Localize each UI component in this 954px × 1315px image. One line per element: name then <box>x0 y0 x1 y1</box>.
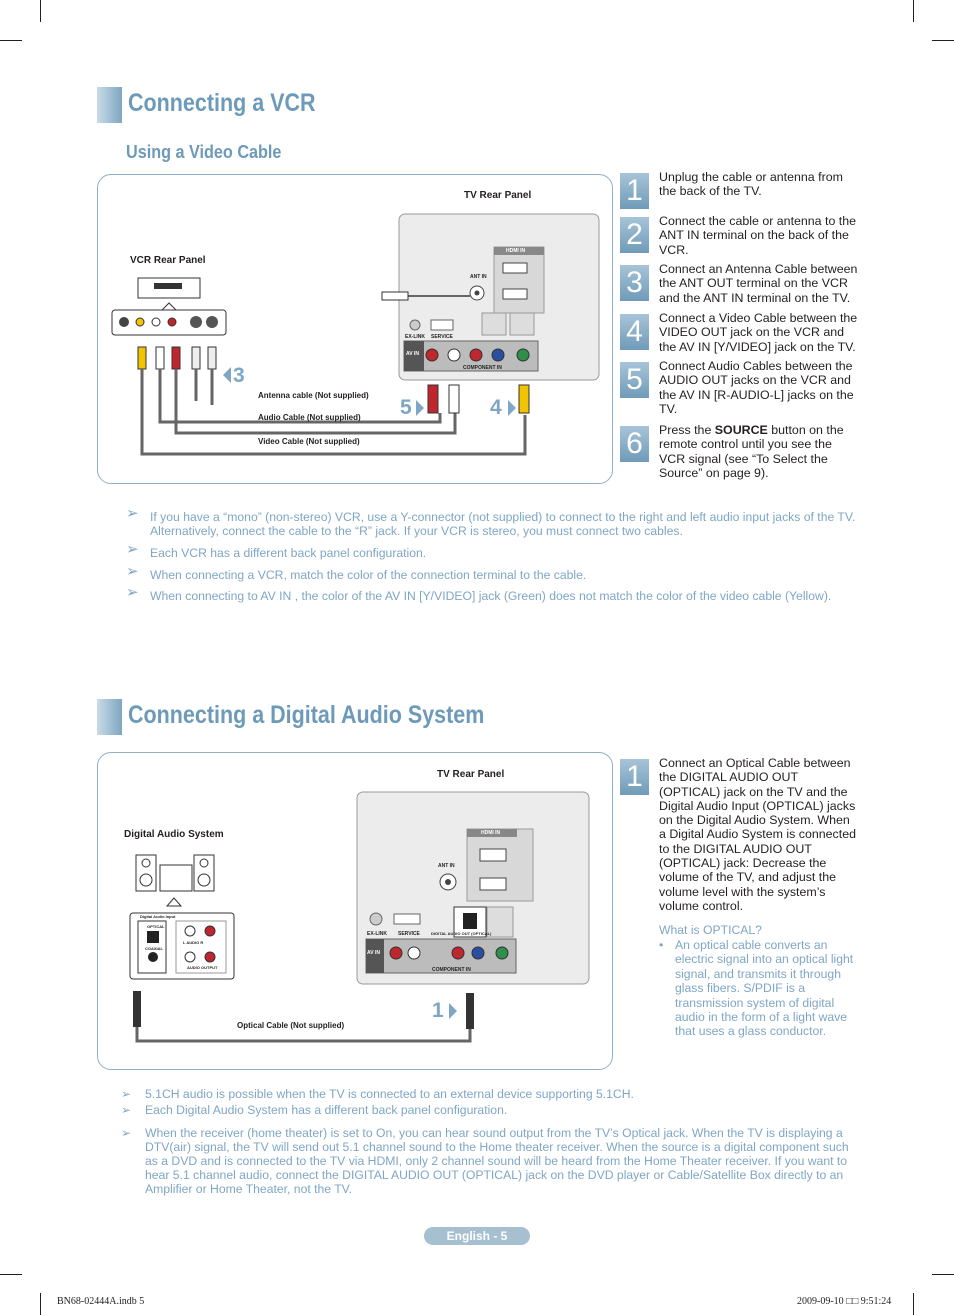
crop-mark <box>40 1293 41 1315</box>
av-in-label: AV IN <box>367 950 380 956</box>
note-item: ➢ 5.1CH audio is possible when the TV is … <box>121 1087 856 1101</box>
digital-audio-out-label: DIGITAL AUDIO OUT (OPTICAL) <box>431 931 492 936</box>
tv-rear-panel-label: TV Rear Panel <box>464 190 532 201</box>
step-text: Press the SOURCE button on the remote co… <box>659 423 859 480</box>
section-title-bar <box>97 699 122 735</box>
av-in-label: AV IN <box>406 351 419 357</box>
note-arrow-icon: ➢ <box>121 1087 132 1101</box>
bullet-icon: • <box>659 938 664 952</box>
note-arrow-icon: ➢ <box>121 1103 132 1117</box>
digital-audio-input-label: Digital Audio Input <box>140 914 176 919</box>
step-text: Connect a Video Cable between the VIDEO … <box>659 311 858 354</box>
step-number: 6 <box>620 426 649 462</box>
ant-in-label: ANT IN <box>470 274 487 280</box>
step-number: 1 <box>620 759 649 795</box>
section-subtitle: Using a Video Cable <box>126 142 282 162</box>
slug-right: 2009-09-10 □□ 9:51:24 <box>797 1296 892 1307</box>
service-label: SERVICE <box>398 931 420 937</box>
coaxial-label: COAXIAL <box>145 946 163 951</box>
vcr-diagram-illustration <box>111 213 600 456</box>
antenna-cable-caption: Antenna cable (Not supplied) <box>258 391 369 400</box>
crop-mark <box>932 1274 954 1275</box>
step-number: 1 <box>620 173 649 209</box>
optical-heading: What is OPTICAL? <box>659 923 762 937</box>
crop-mark <box>0 1274 22 1275</box>
optical-label: OPTICAL <box>147 924 165 929</box>
step-text: Connect an Optical Cable between the DIG… <box>659 756 856 913</box>
section-title: Connecting a VCR <box>128 89 316 117</box>
page-number-badge: English - 5 <box>424 1227 530 1245</box>
step-number: 2 <box>620 217 649 253</box>
note-item: ➢ When the receiver (home theater) is set… <box>121 1126 856 1196</box>
vcr-connection-diagram: TV Rear Panel VCR Rear Panel ANT IN HDMI… <box>97 174 613 484</box>
crop-mark <box>913 0 914 22</box>
note-item: ➢ If you have a “mono” (non-stereo) VCR, … <box>126 505 856 538</box>
note-arrow-icon: ➢ <box>126 563 139 580</box>
source-button-name: SOURCE <box>714 423 768 437</box>
step-text-post: button on the remote control until you s… <box>659 423 844 480</box>
digital-audio-illustration <box>129 791 590 1043</box>
note-item: ➢ When connecting a VCR, match the color … <box>126 563 856 582</box>
crop-mark <box>932 40 954 41</box>
step-text: Connect the cable or antenna to the ANT … <box>659 214 857 257</box>
note-item: ➢ Each Digital Audio System has a differe… <box>121 1103 856 1117</box>
slug-left: BN68-02444A.indb 5 <box>57 1296 145 1307</box>
step-text: Unplug the cable or antenna from the bac… <box>659 170 843 199</box>
note-text: Each Digital Audio System has a differen… <box>145 1103 508 1117</box>
step-text-pre: Press the <box>659 423 715 437</box>
callout-4: 4 <box>490 396 502 419</box>
crop-mark <box>0 40 22 41</box>
tv-rear-panel-label: TV Rear Panel <box>437 769 505 780</box>
step-text: Connect an Antenna Cable between the ANT… <box>659 262 858 305</box>
step-number: 5 <box>620 362 649 398</box>
note-text: Each VCR has a different back panel conf… <box>150 546 427 560</box>
note-text: When the receiver (home theater) is set … <box>145 1126 849 1196</box>
vcr-rear-panel-label: VCR Rear Panel <box>130 255 206 266</box>
section-title: Connecting a Digital Audio System <box>128 701 485 729</box>
note-item: ➢ Each VCR has a different back panel con… <box>126 541 856 560</box>
digital-audio-system-label: Digital Audio System <box>124 829 224 840</box>
note-text: When connecting a VCR, match the color o… <box>150 568 587 582</box>
component-label: COMPONENT IN <box>432 967 471 973</box>
note-arrow-icon: ➢ <box>126 584 139 601</box>
hdmi-in-label: HDMI IN <box>506 248 526 254</box>
callout-5: 5 <box>400 396 412 419</box>
note-item: ➢ When connecting to AV IN , the color of… <box>126 584 856 603</box>
optical-cable-caption: Optical Cable (Not supplied) <box>237 1021 345 1030</box>
note-text: 5.1CH audio is possible when the TV is c… <box>145 1087 634 1101</box>
ant-in-label: ANT IN <box>438 863 455 869</box>
hdmi-in-label: HDMI IN <box>481 830 501 836</box>
step-number: 4 <box>620 314 649 350</box>
ex-link-label: EX-LINK <box>405 334 425 340</box>
audio-output-label: AUDIO OUTPUT <box>187 965 218 970</box>
optical-bullet: • An optical cable converts an electric … <box>659 938 854 1039</box>
crop-mark <box>913 1293 914 1315</box>
digital-audio-diagram: TV Rear Panel Digital Audio System HDMI … <box>97 752 613 1070</box>
callout-1: 1 <box>432 999 444 1022</box>
audio-cable-caption: Audio Cable (Not supplied) <box>258 413 361 422</box>
note-text: If you have a “mono” (non-stereo) VCR, u… <box>150 510 856 538</box>
ex-link-label: EX-LINK <box>367 931 387 937</box>
crop-mark <box>40 0 41 22</box>
step-text: Connect Audio Cables between the AUDIO O… <box>659 359 854 416</box>
video-cable-caption: Video Cable (Not supplied) <box>258 437 360 446</box>
note-arrow-icon: ➢ <box>126 541 139 558</box>
service-label: SERVICE <box>431 334 453 340</box>
section-title-bar <box>97 87 122 123</box>
step-number: 3 <box>620 265 649 301</box>
optical-bullet-text: An optical cable converts an electric si… <box>675 938 854 1039</box>
callout-3: 3 <box>233 364 245 387</box>
note-text: When connecting to AV IN , the color of … <box>150 589 832 603</box>
note-arrow-icon: ➢ <box>121 1126 132 1140</box>
audio-label: L AUDIO R <box>183 940 204 945</box>
component-in-label: COMPONENT IN <box>463 365 502 371</box>
note-arrow-icon: ➢ <box>126 505 139 522</box>
